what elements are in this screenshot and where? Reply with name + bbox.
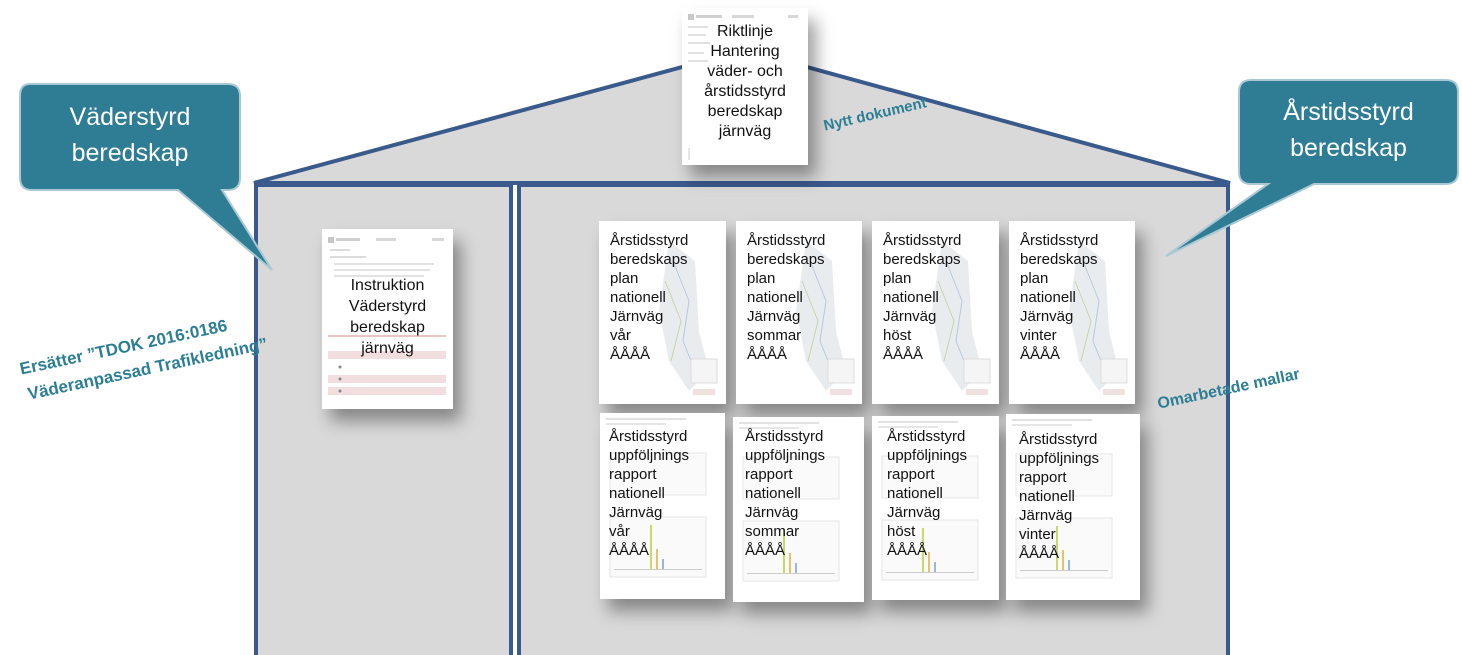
- report-document-title: Årstidsstyrd uppföljnings rapport nation…: [887, 428, 968, 559]
- report-graphic: [878, 421, 979, 581]
- left-callout-text: Väderstyrd beredskap: [69, 103, 191, 167]
- plan-document-winter: Årstidsstyrd beredskaps plan nationell J…: [1009, 221, 1135, 404]
- map-graphic: [932, 241, 991, 395]
- top-document: Riktlinje Hantering väder- och årstidsst…: [682, 8, 808, 165]
- left-callout-bubble: [19, 83, 273, 271]
- report-graphic: [739, 422, 840, 582]
- report-document-autumn: Årstidsstyrd uppföljnings rapport nation…: [872, 416, 999, 600]
- plan-document-spring: Årstidsstyrd beredskaps plan nationell J…: [599, 221, 726, 404]
- instruction-document: Instruktion Väderstyrd beredskap järnväg: [322, 229, 453, 409]
- top-document-title: Riktlinje Hantering väder- och årstidsst…: [704, 23, 786, 140]
- plan-document-title: Årstidsstyrd beredskaps plan nationell J…: [610, 232, 689, 363]
- report-document-winter: Årstidsstyrd uppföljnings rapport nation…: [1006, 414, 1140, 600]
- plan-document-autumn: Årstidsstyrd beredskaps plan nationell J…: [872, 221, 999, 404]
- report-graphic: [606, 418, 707, 578]
- instruction-document-title: Instruktion Väderstyrd beredskap järnväg: [348, 277, 427, 357]
- plan-document-summer: Årstidsstyrd beredskaps plan nationell J…: [736, 221, 862, 404]
- report-document-spring: Årstidsstyrd uppföljnings rapport nation…: [600, 413, 725, 599]
- map-graphic: [1069, 241, 1128, 395]
- right-callout-bubble: [1165, 79, 1459, 257]
- map-graphic: [659, 241, 718, 395]
- report-document-title: Årstidsstyrd uppföljnings rapport nation…: [609, 428, 690, 559]
- right-callout-text: Årstidsstyrd beredskap: [1283, 98, 1414, 162]
- report-document-summer: Årstidsstyrd uppföljnings rapport nation…: [733, 417, 864, 602]
- plan-document-title: Årstidsstyrd beredskaps plan nationell J…: [883, 232, 962, 363]
- document-lines: [688, 14, 798, 160]
- report-graphic: [1012, 419, 1113, 579]
- map-graphic: [796, 241, 855, 395]
- plan-document-title: Årstidsstyrd beredskaps plan nationell J…: [747, 232, 826, 363]
- report-document-title: Årstidsstyrd uppföljnings rapport nation…: [745, 428, 826, 559]
- document-lines: [328, 237, 446, 395]
- plan-document-title: Årstidsstyrd beredskaps plan nationell J…: [1020, 232, 1099, 363]
- report-document-title: Årstidsstyrd uppföljnings rapport nation…: [1019, 431, 1100, 562]
